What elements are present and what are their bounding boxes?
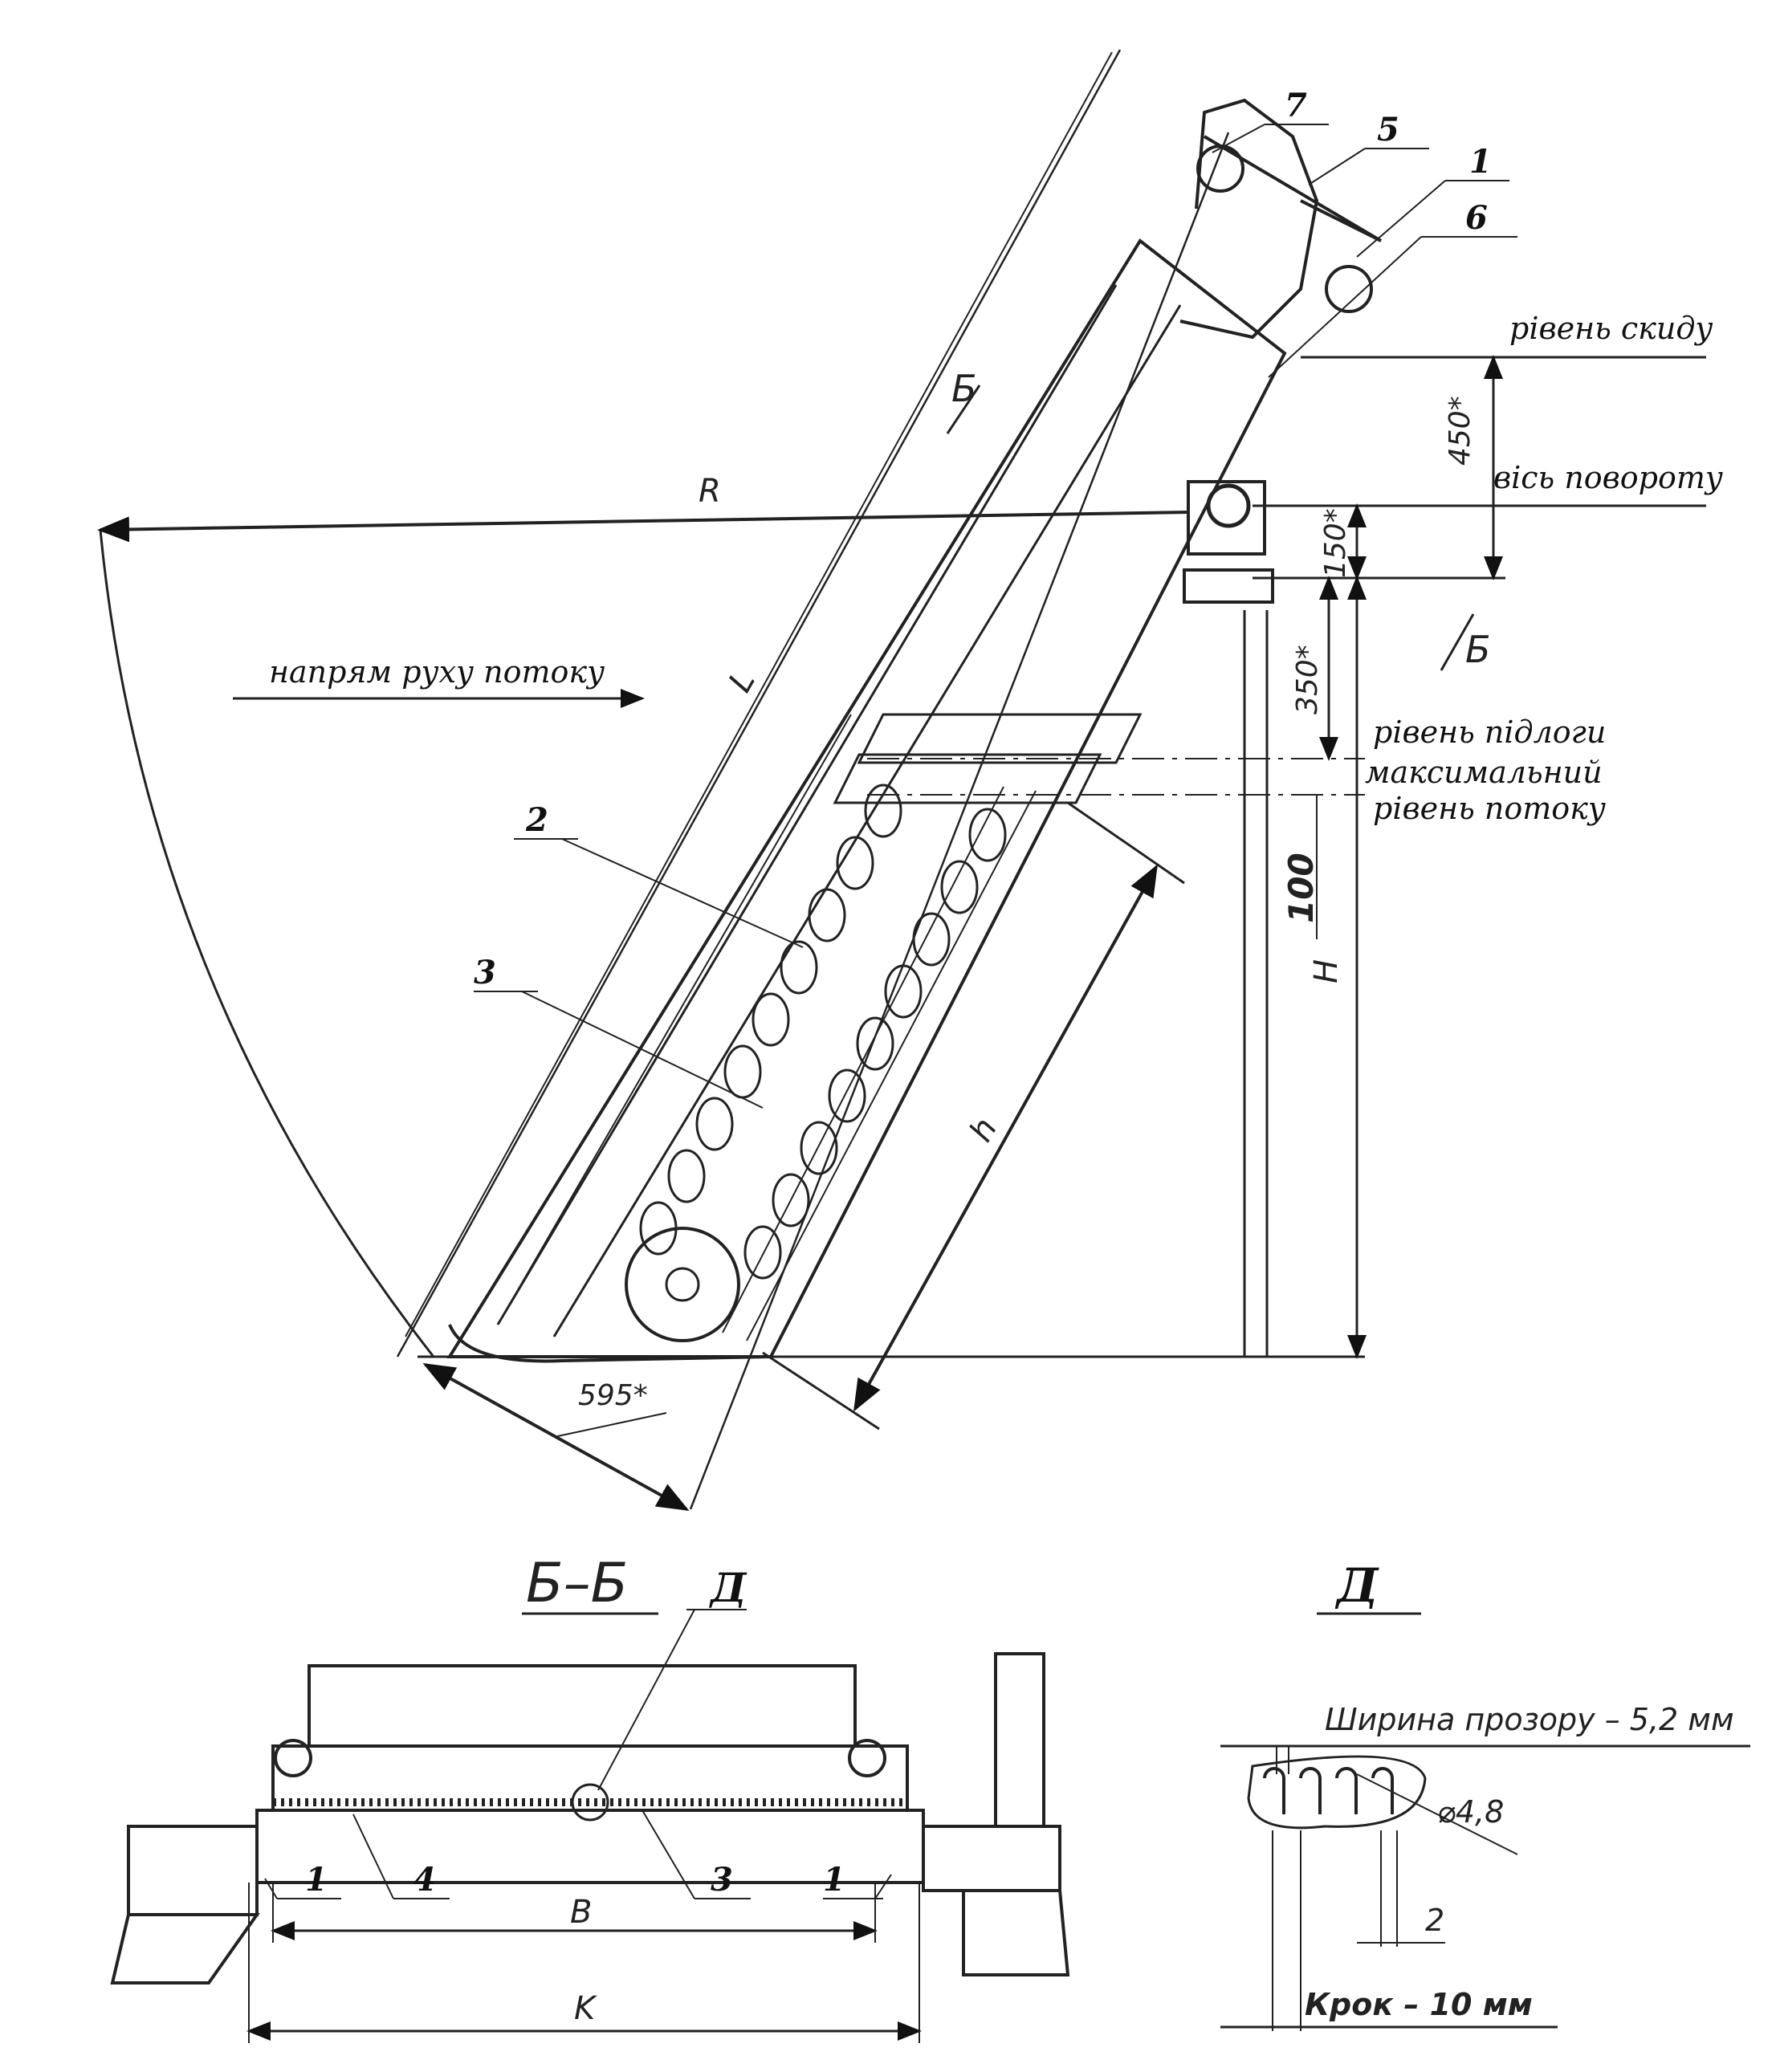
detail-circle xyxy=(571,1783,609,1822)
detail-teeth xyxy=(1263,1767,1394,1814)
cut-mark-bottom xyxy=(1440,613,1475,671)
section-leaders xyxy=(264,1609,892,1899)
frame-rail-3 xyxy=(497,714,852,1325)
bottom-base xyxy=(448,1324,772,1363)
section-right-foot xyxy=(962,1889,1070,1976)
pivot-bracket xyxy=(1187,480,1266,556)
frame-rail-inner xyxy=(496,284,1118,1325)
dim-350-text: 350* xyxy=(1291,645,1324,714)
drive-head xyxy=(1179,98,1383,340)
section-right-tower xyxy=(994,1652,1045,1828)
dim-K-label: K xyxy=(574,1990,597,2027)
cut-mark-bottom-label: Б xyxy=(1465,628,1491,671)
cut-mark-top-label: Б xyxy=(951,367,977,410)
section-callout-3: 3 xyxy=(711,1861,733,1899)
callout-6: 6 xyxy=(1465,199,1488,237)
floor-level-label: рівень підлоги xyxy=(1373,714,1606,750)
dim-R-text: R xyxy=(699,473,721,510)
pitch-label: Крок – 10 мм xyxy=(1305,1987,1533,2022)
L-dim-line xyxy=(405,51,1113,1337)
dim-B-label: B xyxy=(570,1894,592,1931)
callout-7: 7 xyxy=(1285,87,1307,124)
section-callout-1-right: 1 xyxy=(823,1861,845,1899)
callout-leaders xyxy=(474,124,1517,1109)
callout-5: 5 xyxy=(1377,111,1399,149)
detail-callout-label: Д xyxy=(709,1564,747,1611)
section-right-drive xyxy=(922,1825,1061,1892)
detail-diameter-leader xyxy=(1356,1773,1518,1855)
max-flow-level-label-1: максимальний xyxy=(1365,755,1603,790)
cross-plate-upper xyxy=(857,713,1143,764)
section-left-roller xyxy=(274,1739,312,1777)
rotation-axis-label: вісь повороту xyxy=(1493,460,1723,495)
dim-150-text: 150* xyxy=(1319,508,1352,578)
dim-h-text: h xyxy=(963,1112,1005,1148)
bottom-sprocket-hub xyxy=(665,1267,700,1302)
section-right-roller xyxy=(848,1739,886,1777)
diameter-label: ⌀4,8 xyxy=(1437,1794,1504,1830)
detail-d-view xyxy=(1220,1612,1750,2031)
dim-2-label: 2 xyxy=(1425,1903,1444,1938)
detail-blob xyxy=(1247,1755,1427,1830)
frame-rail-5 xyxy=(746,790,1037,1341)
dim-100-text: 100 xyxy=(1281,853,1321,923)
max-flow-level-label-2: рівень потоку xyxy=(1373,791,1606,826)
flow-direction-label: напрям руху потоку xyxy=(269,654,605,690)
discharge-level-label: рівень скиду xyxy=(1509,311,1713,346)
section-bb-title: Б–Б xyxy=(526,1552,628,1615)
swing-arc xyxy=(99,529,435,1358)
section-top-box xyxy=(308,1664,857,1748)
section-left-motor xyxy=(127,1825,259,1916)
frame-rail-4 xyxy=(722,786,1004,1333)
dim-h-line xyxy=(853,864,1158,1412)
detail-title: Д xyxy=(1334,1558,1379,1613)
callout-2: 2 xyxy=(525,801,548,839)
envelope-right xyxy=(689,132,1230,1510)
dim-595-text: 595* xyxy=(578,1379,648,1412)
dim-h-ext-bottom xyxy=(762,1351,880,1431)
cut-mark-top xyxy=(946,385,981,434)
bottom-sprocket xyxy=(625,1227,740,1342)
mount-plate xyxy=(1183,568,1274,604)
radius-line xyxy=(97,511,1189,543)
gap-width-label: Ширина прозору – 5,2 мм xyxy=(1325,1702,1734,1737)
cross-plate-lower xyxy=(833,753,1102,804)
pivot-axle xyxy=(1206,483,1251,528)
envelope-left xyxy=(396,49,1122,1358)
section-callout-1-left: 1 xyxy=(305,1861,328,1899)
section-callout-4: 4 xyxy=(413,1861,436,1899)
dim-L-text: L xyxy=(722,665,763,698)
section-bb-view xyxy=(110,1609,1070,2043)
dim-595-leader xyxy=(553,1412,667,1438)
dim-h-ext-top xyxy=(1067,801,1185,885)
dim-450-text: 450* xyxy=(1444,396,1477,466)
section-left-foot xyxy=(110,1913,260,1984)
callout-3: 3 xyxy=(474,954,496,991)
dim-H-text: H xyxy=(1308,959,1345,983)
elevation-view xyxy=(97,49,1706,1511)
callout-1-top: 1 xyxy=(1469,143,1492,181)
